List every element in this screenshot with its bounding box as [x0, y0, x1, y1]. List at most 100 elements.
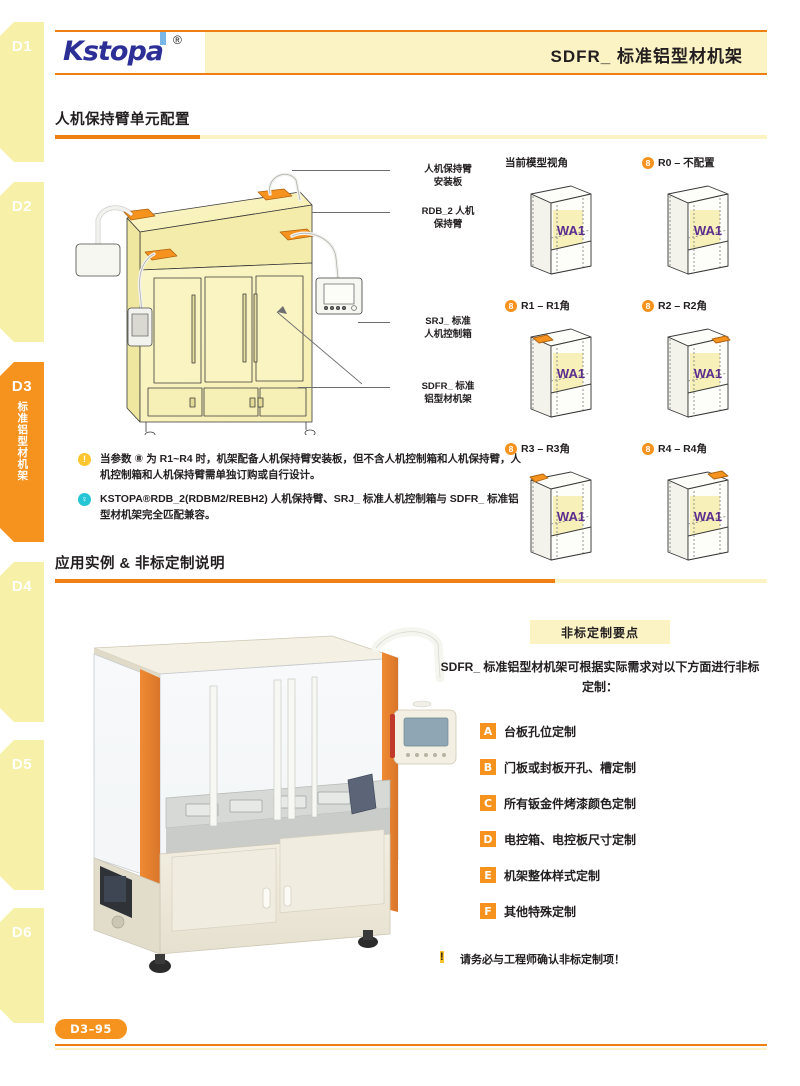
section-1-title: 人机保持臂单元配置: [55, 112, 190, 128]
section-1-notes: ! 当参数 ⑧ 为 R1~R4 时，机架配备人机保持臂安装板，但不含人机控制箱和…: [78, 452, 528, 532]
parameter-badge-icon: 8: [505, 299, 517, 312]
list-item[interactable]: B 门板或封板开孔、槽定制: [480, 749, 760, 785]
option-key-d: D: [480, 831, 496, 847]
option-label-a: 台板孔位定制: [504, 724, 577, 739]
list-item[interactable]: D 电控箱、电控板尺寸定制: [480, 821, 760, 857]
callout-leader-2: [312, 212, 390, 213]
parameter-badge-icon: 8: [642, 442, 654, 455]
parameter-badge-icon: 8: [505, 442, 517, 455]
option-key-c: C: [480, 795, 496, 811]
variant-cell-r3[interactable]: 8 R3 – R3角: [505, 441, 625, 581]
variant-5-svg: WA1: [667, 470, 729, 561]
note-tip-text: KSTOPA®RDB_2(RDBM2/REBH2) 人机保持臂、SRJ_ 标准人…: [100, 493, 519, 521]
parameter-badge-icon: 8: [642, 156, 654, 169]
header-top-rule: [55, 30, 767, 32]
customization-option-list: A 台板孔位定制 B 门板或封板开孔、槽定制 C 所有钣金件烤漆颜色定制 D 电…: [440, 713, 760, 929]
variant-1-title: R0 – 不配置: [658, 157, 715, 169]
list-item[interactable]: A 台板孔位定制: [480, 713, 760, 749]
note-warning: ! 当参数 ⑧ 为 R1~R4 时，机架配备人机保持臂安装板，但不含人机控制箱和…: [78, 452, 528, 483]
option-label-e: 机架整体样式定制: [504, 868, 601, 883]
callout-label-4-line1: SDFR_ 标准: [421, 381, 475, 392]
variant-0-svg: WA1: [530, 185, 592, 275]
option-key-f: F: [480, 903, 496, 919]
section-2-heading: 应用实例 & 非标定制说明: [55, 552, 767, 583]
variant-0-face-label: WA1: [557, 223, 585, 238]
brand-logo-accent-icon: [160, 32, 166, 45]
variant-1-svg: WA1: [667, 185, 729, 275]
customization-panel: 非标定制要点 SDFR_ 标准铝型材机架可根据实际需求对以下方面进行非标定制： …: [440, 620, 760, 967]
variant-0-title: 当前模型视角: [505, 157, 568, 169]
callout-label-2-line1: RDB_2 人机: [421, 206, 475, 217]
variant-0-header: 当前模型视角: [505, 155, 625, 170]
variant-4-art: WA1: [513, 464, 605, 569]
header-title-band: [205, 32, 767, 73]
brand-logo: Kstopa: [63, 32, 166, 67]
customization-panel-heading: 非标定制要点: [530, 620, 670, 644]
variant-3-header: 8 R2 – R2角: [642, 298, 762, 313]
variant-cell-r1[interactable]: 8 R1 – R1角: [505, 298, 625, 438]
warning-icon: !: [78, 453, 91, 466]
variant-4-header: 8 R3 – R3角: [505, 441, 625, 456]
list-item[interactable]: E 机架整体样式定制: [480, 857, 760, 893]
brand-logo-text: Kstopa: [63, 36, 164, 67]
option-key-e: E: [480, 867, 496, 883]
option-label-c: 所有钣金件烤漆颜色定制: [504, 796, 637, 811]
variant-2-art: WA1: [513, 321, 605, 426]
callout-leader-3: [358, 322, 390, 323]
page-header: Kstopa ® SDFR_ 标准铝型材机架: [55, 30, 767, 75]
variant-2-face-label: WA1: [557, 366, 585, 381]
option-key-a: A: [480, 723, 496, 739]
list-item[interactable]: F 其他特殊定制: [480, 893, 760, 929]
machine-product-photo: [60, 622, 460, 992]
variant-3-face-label: WA1: [694, 366, 722, 381]
callout-label-4: SDFR_ 标准 铝型材机架: [402, 380, 494, 406]
section-1-underline: [55, 135, 767, 139]
footer-rule: [55, 1044, 767, 1046]
page-number-badge: D3–95: [55, 1019, 127, 1039]
customization-panel-intro: SDFR_ 标准铝型材机架可根据实际需求对以下方面进行非标定制：: [440, 660, 760, 694]
page-title: SDFR_ 标准铝型材机架: [550, 47, 743, 66]
variant-1-header: 8 R0 – 不配置: [642, 155, 762, 170]
page-footer: D3–95: [55, 1019, 767, 1050]
callout-label-1: 人机保持臂 安装板: [402, 163, 494, 189]
variant-1-face-label: WA1: [694, 223, 722, 238]
sidebar-tab-d5[interactable]: D5: [0, 740, 44, 890]
variant-cell-current-view[interactable]: 当前模型视角 WA1: [505, 155, 625, 295]
variant-5-title: R4 – R4角: [658, 443, 708, 455]
variant-2-svg: WA1: [530, 328, 592, 418]
sidebar-tab-d4[interactable]: D4: [0, 562, 44, 722]
tip-icon: ♀: [78, 493, 91, 506]
corner-marker-front-right: [711, 335, 731, 344]
section-2-underline: [55, 579, 767, 583]
list-item[interactable]: C 所有钣金件烤漆颜色定制: [480, 785, 760, 821]
sidebar-tab-d3-vertical-label: 标准铝型材机架: [16, 401, 29, 482]
sidebar-tab-d4-label: D4: [11, 578, 33, 595]
customization-footnote: ! 请务必与工程师确认非标定制项！: [440, 951, 760, 967]
variant-cell-r4[interactable]: 8 R4 – R4角: [642, 441, 762, 581]
customization-footnote-text: 请务必与工程师确认非标定制项！: [460, 954, 625, 966]
sidebar-tab-d3[interactable]: D3 标准铝型材机架: [0, 362, 44, 542]
variant-0-art: WA1: [513, 178, 605, 283]
callout-leader-1: [292, 170, 390, 171]
machine-line-drawing-svg: [75, 172, 363, 439]
callout-label-3-line1: SRJ_ 标准: [425, 316, 471, 327]
sidebar-tab-d5-label: D5: [11, 756, 33, 773]
option-label-d: 电控箱、电控板尺寸定制: [504, 832, 637, 847]
option-label-f: 其他特殊定制: [504, 904, 577, 919]
variant-cell-r0[interactable]: 8 R0 – 不配置 WA1: [642, 155, 762, 295]
chapter-tab-rail: D1 D2 D3 标准铝型材机架 D4 D5 D6: [0, 22, 44, 982]
callout-leader-4: [298, 387, 390, 388]
variant-4-face-label: WA1: [557, 509, 585, 524]
note-tip: ♀ KSTOPA®RDB_2(RDBM2/REBH2) 人机保持臂、SRJ_ 标…: [78, 492, 528, 523]
sidebar-tab-d1[interactable]: D1: [0, 22, 44, 162]
sidebar-tab-d3-label: D3: [11, 378, 33, 395]
sidebar-tab-d2-label: D2: [11, 198, 33, 215]
sidebar-tab-d6[interactable]: D6: [0, 908, 44, 1023]
sidebar-tab-d2[interactable]: D2: [0, 182, 44, 342]
variant-4-svg: WA1: [529, 471, 592, 561]
variant-5-header: 8 R4 – R4角: [642, 441, 762, 456]
callout-label-3-line2: 人机控制箱: [424, 329, 472, 340]
machine-product-photo-svg: [93, 627, 457, 973]
variant-cell-r2[interactable]: 8 R2 – R2角: [642, 298, 762, 438]
